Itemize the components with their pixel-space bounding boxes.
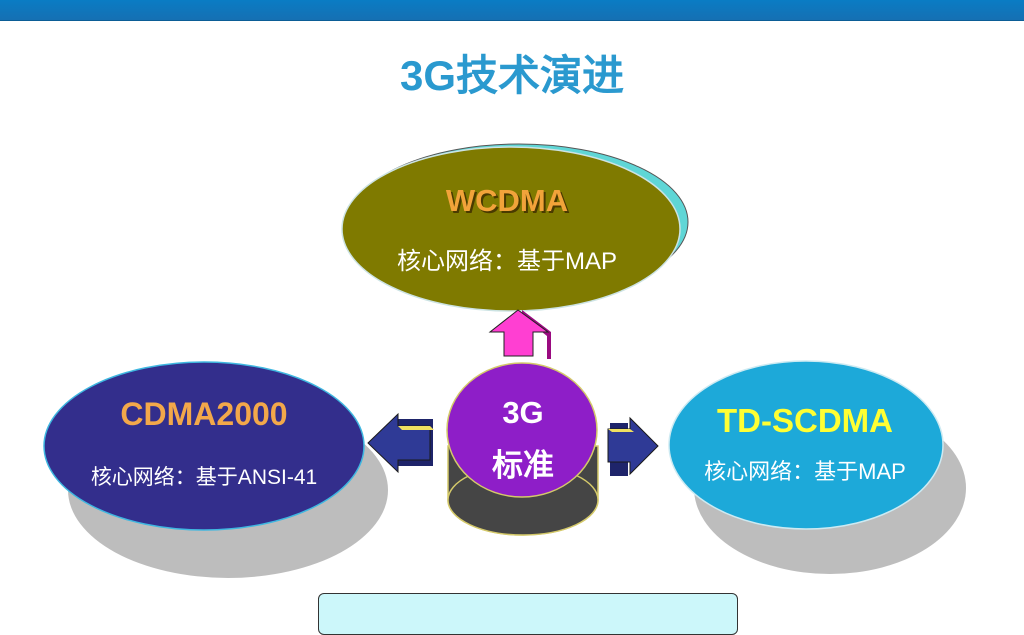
center-label-standard: 标准: [492, 448, 554, 483]
left-arrow-highlight: [398, 426, 434, 430]
up-arrow: [488, 309, 550, 357]
cdma2000-ellipse: [43, 361, 365, 531]
wcdma-title: WCDMA: [445, 183, 569, 218]
wcdma-core-network: 核心网络：基于MAP: [396, 248, 617, 275]
tdscdma-title: TD-SCDMA: [717, 402, 893, 439]
cdma2000-title: CDMA2000: [120, 396, 288, 432]
top-banner-bar: [0, 0, 1024, 21]
tdscdma-ellipse: [668, 360, 944, 530]
wcdma-ellipse: [341, 146, 681, 312]
bottom-note-box: [318, 593, 738, 635]
tdscdma-core-network: 核心网络：基于MAP: [704, 459, 906, 484]
slide-title: 3G技术演进: [399, 52, 625, 99]
right-arrow-highlight: [608, 429, 634, 432]
cdma2000-core-network: 核心网络：基于ANSI-41: [90, 466, 318, 489]
center-cylinder-top: [446, 362, 598, 498]
evolution-diagram: [43, 143, 966, 578]
center-label-3g: 3G: [502, 395, 544, 430]
